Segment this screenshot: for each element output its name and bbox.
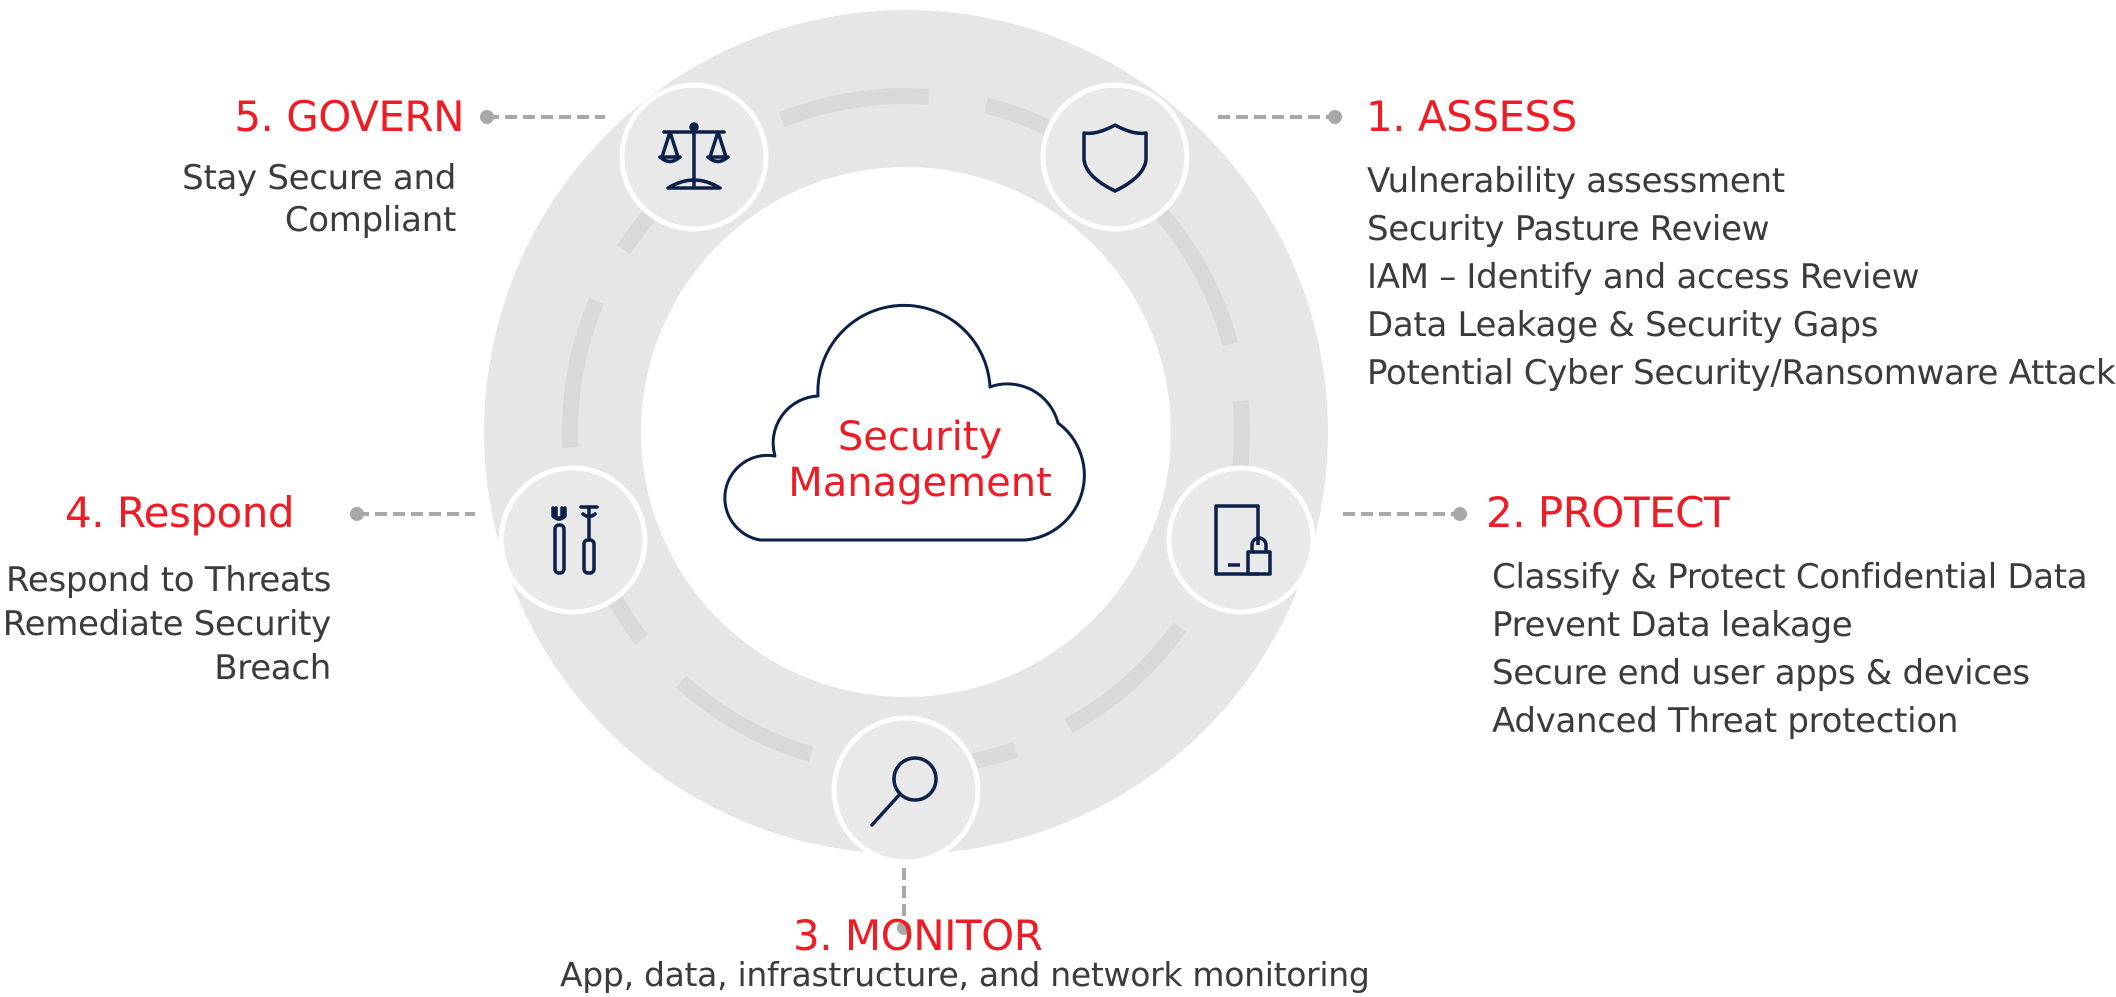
list-item: Remediate Security: [2, 604, 332, 644]
badge-respond: [498, 465, 648, 615]
badge-protect: [1166, 465, 1316, 615]
step-title-monitor: 3. MONITOR: [793, 911, 1043, 960]
connector-dot-govern: [480, 110, 494, 124]
list-item: Stay Secure and: [182, 158, 456, 198]
step-list-respond: Respond to Threats Remediate Security Br…: [2, 558, 332, 690]
magnifier-icon: [870, 756, 938, 827]
list-item: IAM – Identify and access Review: [1367, 257, 1920, 297]
badge-monitor: [831, 715, 981, 865]
step-list-assess: Vulnerability assessment Security Pastur…: [1367, 157, 2116, 397]
list-item: Breach: [214, 648, 331, 688]
tools-icon: [551, 505, 599, 575]
connector-dot-monitor: [897, 921, 911, 935]
document-lock-icon: [1214, 504, 1272, 576]
list-item: Respond to Threats: [6, 560, 331, 600]
list-item: Secure end user apps & devices: [1492, 653, 2030, 693]
list-item: Data Leakage & Security Gaps: [1367, 305, 1879, 345]
list-item: Advanced Threat protection: [1492, 701, 1959, 741]
list-item: Security Pasture Review: [1367, 209, 1770, 249]
list-item: Prevent Data leakage: [1492, 605, 1853, 645]
list-item: Classify & Protect Confidential Data: [1492, 557, 2088, 597]
list-item: Vulnerability assessment: [1367, 161, 1785, 201]
cloud-shape: [723, 303, 1086, 542]
step-title-govern: 5. GOVERN: [234, 92, 464, 141]
connector-dot-protect: [1453, 507, 1467, 521]
scales-icon: [658, 122, 730, 190]
step-title-respond: 4. Respond: [64, 488, 295, 537]
step-title-protect: 2. PROTECT: [1486, 488, 1730, 537]
center-label-line2: Management: [788, 460, 1052, 506]
list-item: Compliant: [284, 200, 456, 240]
center-label: Security Management: [770, 414, 1070, 506]
badge-assess: [1040, 82, 1190, 232]
list-item: App, data, infrastructure, and network m…: [560, 955, 1370, 994]
step-list-monitor: App, data, infrastructure, and network m…: [560, 955, 1370, 995]
center-label-line1: Security: [837, 414, 1003, 460]
list-item: Potential Cyber Security/Ransomware Atta…: [1367, 353, 2116, 393]
step-list-protect: Classify & Protect Confidential Data Pre…: [1492, 553, 2088, 745]
connector-dot-assess: [1328, 110, 1342, 124]
shield-icon: [1082, 123, 1148, 193]
step-title-assess: 1. ASSESS: [1366, 92, 1577, 141]
connector-dot-respond: [350, 507, 364, 521]
step-list-govern: Stay Secure and Compliant: [182, 157, 456, 241]
